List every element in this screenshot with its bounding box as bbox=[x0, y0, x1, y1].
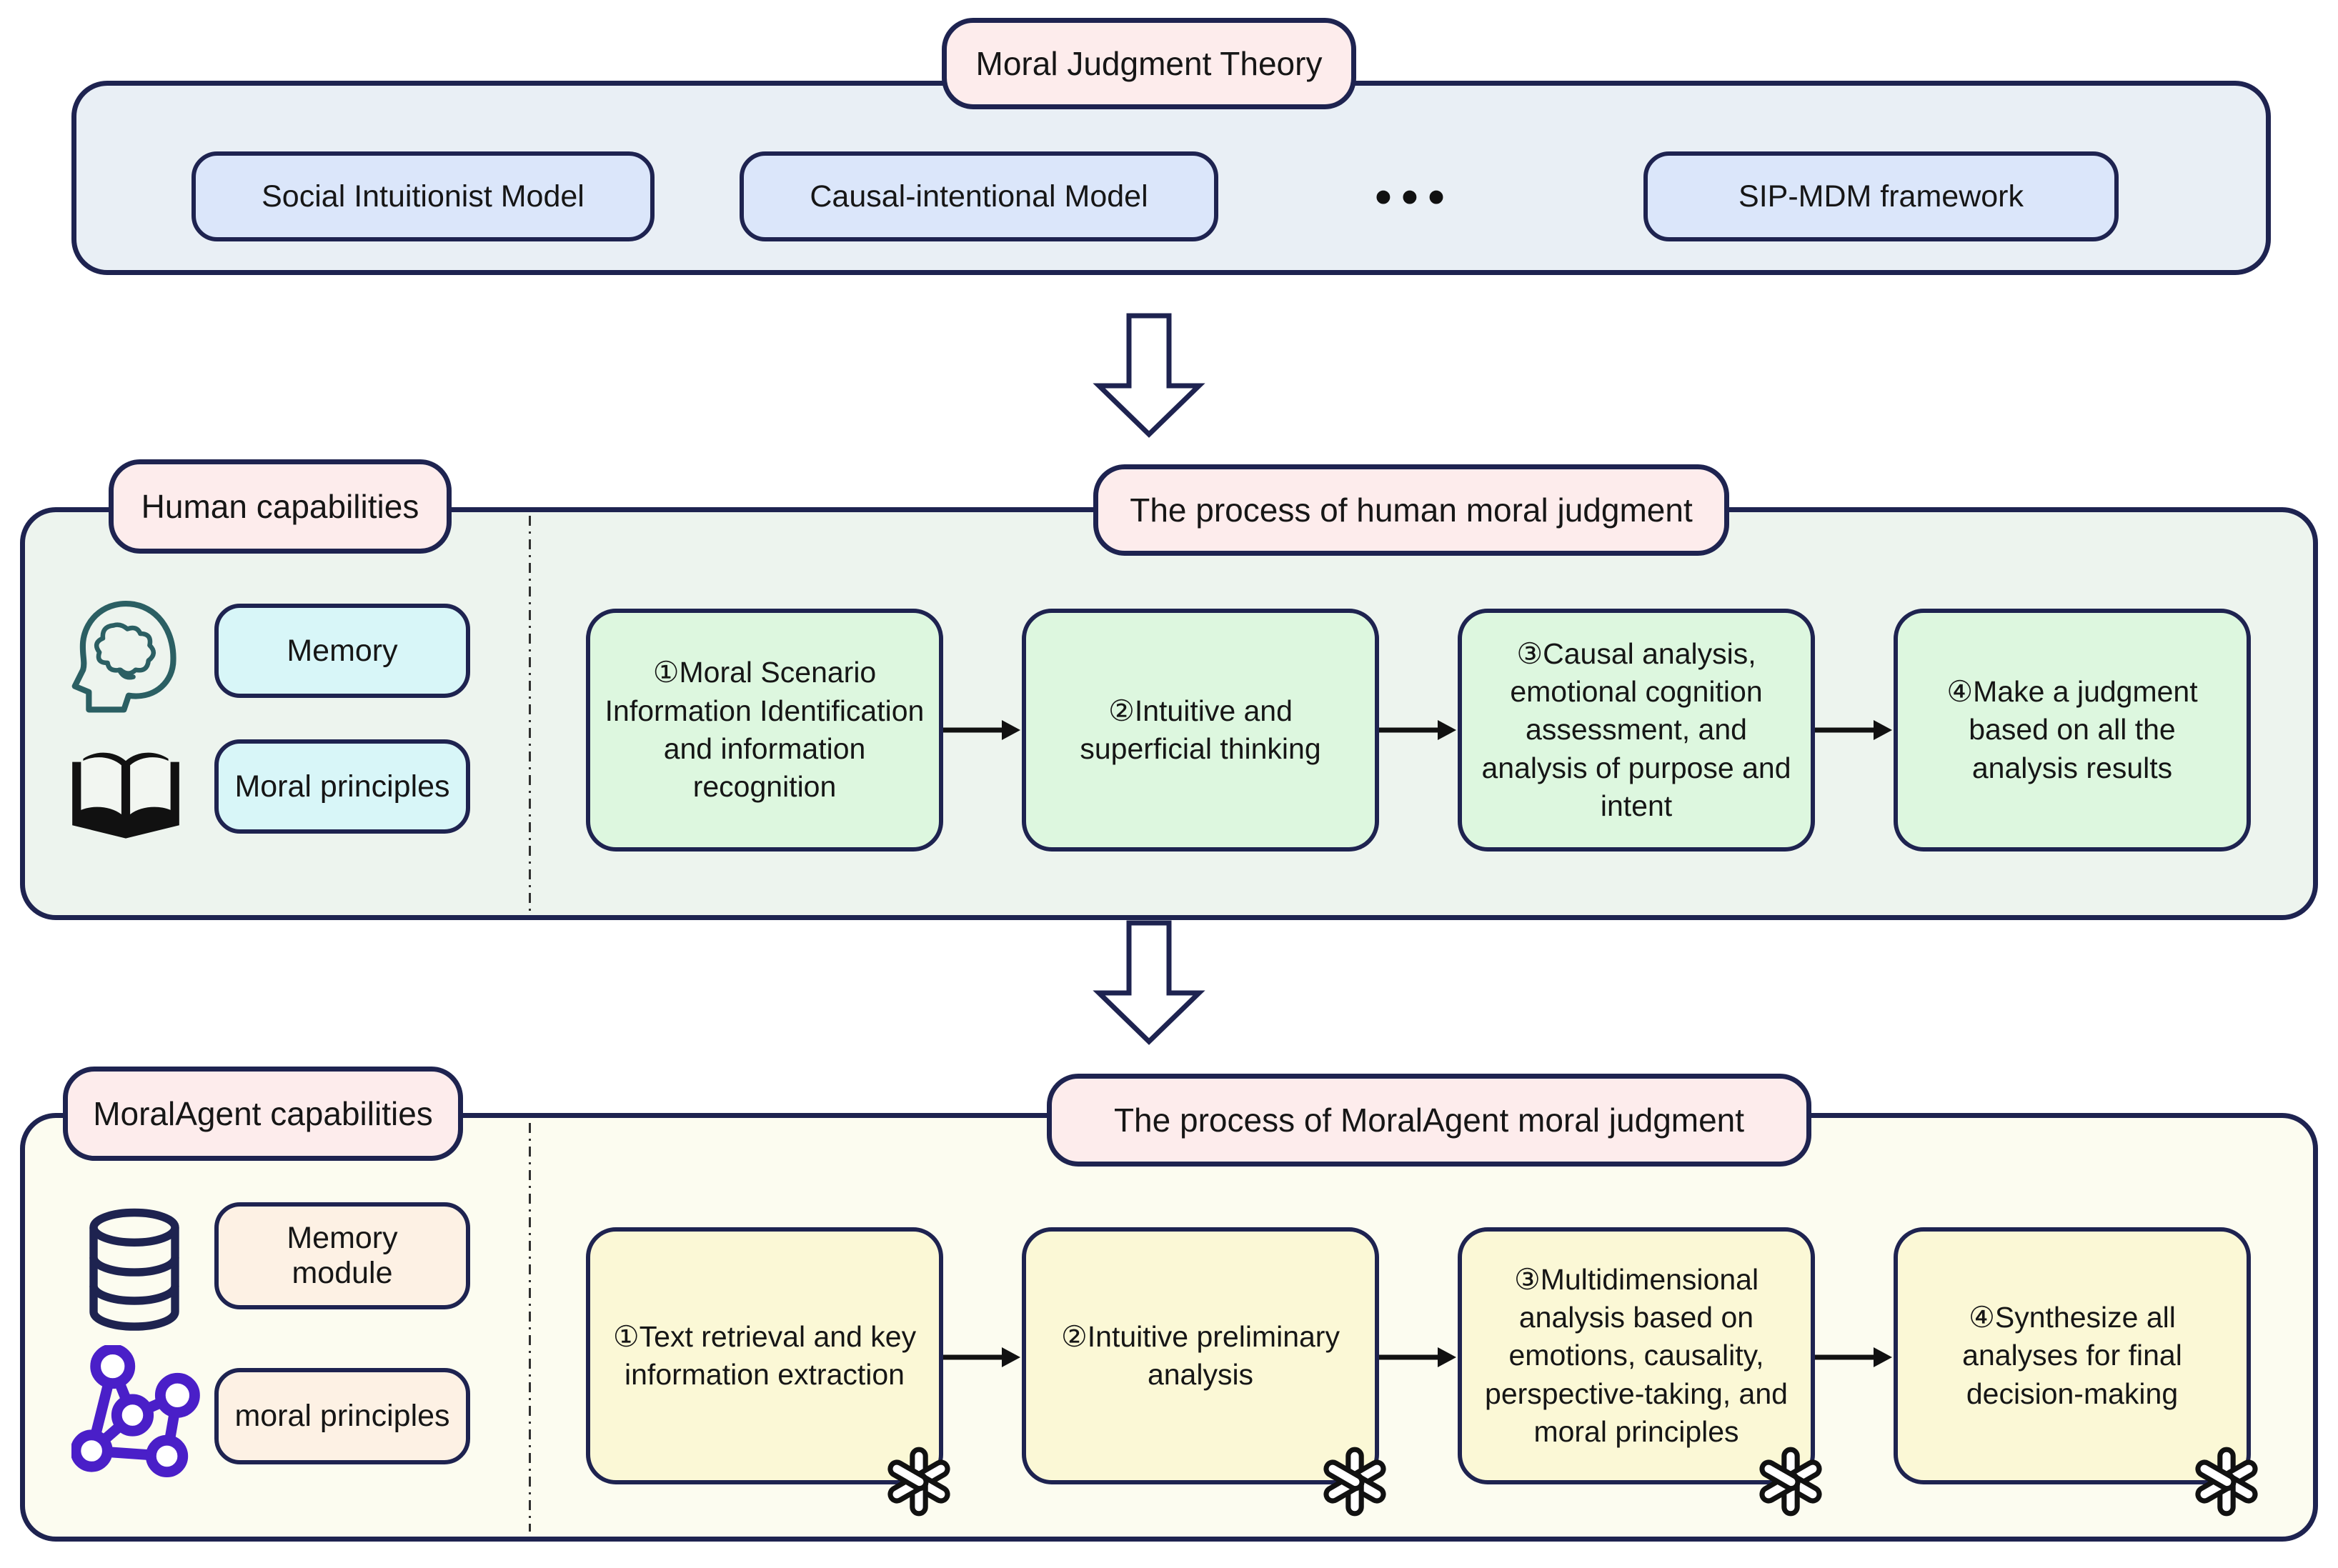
arrow-human-step2-to-step3-icon bbox=[1379, 720, 1456, 740]
agent-process-label: The process of MoralAgent moral judgment bbox=[1047, 1074, 1811, 1167]
arrow-agent-step2-to-step3-icon bbox=[1379, 1347, 1456, 1367]
model-social-intuitionist-box: Social Intuitionist Model bbox=[191, 151, 655, 241]
database-icon bbox=[89, 1208, 179, 1331]
arrow-human-step3-to-step4-icon bbox=[1815, 720, 1892, 740]
agent-step-3-box: ③Multidimensional analysis based on emot… bbox=[1458, 1227, 1815, 1484]
memory-module-box: Memory module bbox=[214, 1202, 470, 1309]
arrow-agent-step3-to-step4-icon bbox=[1815, 1347, 1892, 1367]
ellipsis-dots: ••• bbox=[1375, 170, 1455, 223]
human-step-1-box: ①Moral Scenario Information Identificati… bbox=[586, 609, 943, 852]
openai-logo-icon bbox=[1323, 1447, 1386, 1517]
agent-step-4-box: ④Synthesize all analyses for final decis… bbox=[1894, 1227, 2251, 1484]
human-step-2-box: ②Intuitive and superficial thinking bbox=[1022, 609, 1379, 852]
human-section-divider bbox=[529, 516, 531, 912]
brain-icon bbox=[71, 601, 176, 713]
network-icon bbox=[71, 1345, 200, 1477]
theory-title: Moral Judgment Theory bbox=[942, 18, 1356, 109]
arrow-human-step1-to-step2-icon bbox=[943, 720, 1020, 740]
openai-logo-icon bbox=[1759, 1447, 1822, 1517]
memory-box: Memory bbox=[214, 604, 470, 698]
agent-section-divider bbox=[529, 1123, 531, 1532]
agent-capabilities-label: MoralAgent capabilities bbox=[63, 1067, 463, 1161]
human-step-3-box: ③Causal analysis, emotional cognition as… bbox=[1458, 609, 1815, 852]
agent-step-1-box: ①Text retrieval and key information extr… bbox=[586, 1227, 943, 1484]
arrow-agent-step1-to-step2-icon bbox=[943, 1347, 1020, 1367]
arrow-theory-to-human-icon bbox=[1093, 313, 1205, 438]
openai-logo-icon bbox=[2195, 1447, 2258, 1517]
human-capabilities-label: Human capabilities bbox=[109, 459, 452, 554]
human-process-label: The process of human moral judgment bbox=[1093, 464, 1729, 556]
model-sip-mdm-box: SIP-MDM framework bbox=[1643, 151, 2119, 241]
moral-principles-box: Moral principles bbox=[214, 739, 470, 834]
agent-moral-principles-box: moral principles bbox=[214, 1368, 470, 1464]
openai-logo-icon bbox=[887, 1447, 950, 1517]
human-step-4-box: ④Make a judgment based on all the analys… bbox=[1894, 609, 2251, 852]
model-causal-intentional-box: Causal-intentional Model bbox=[740, 151, 1218, 241]
arrow-human-to-agent-icon bbox=[1093, 920, 1205, 1045]
agent-step-2-box: ②Intuitive preliminary analysis bbox=[1022, 1227, 1379, 1484]
book-icon bbox=[72, 752, 179, 839]
